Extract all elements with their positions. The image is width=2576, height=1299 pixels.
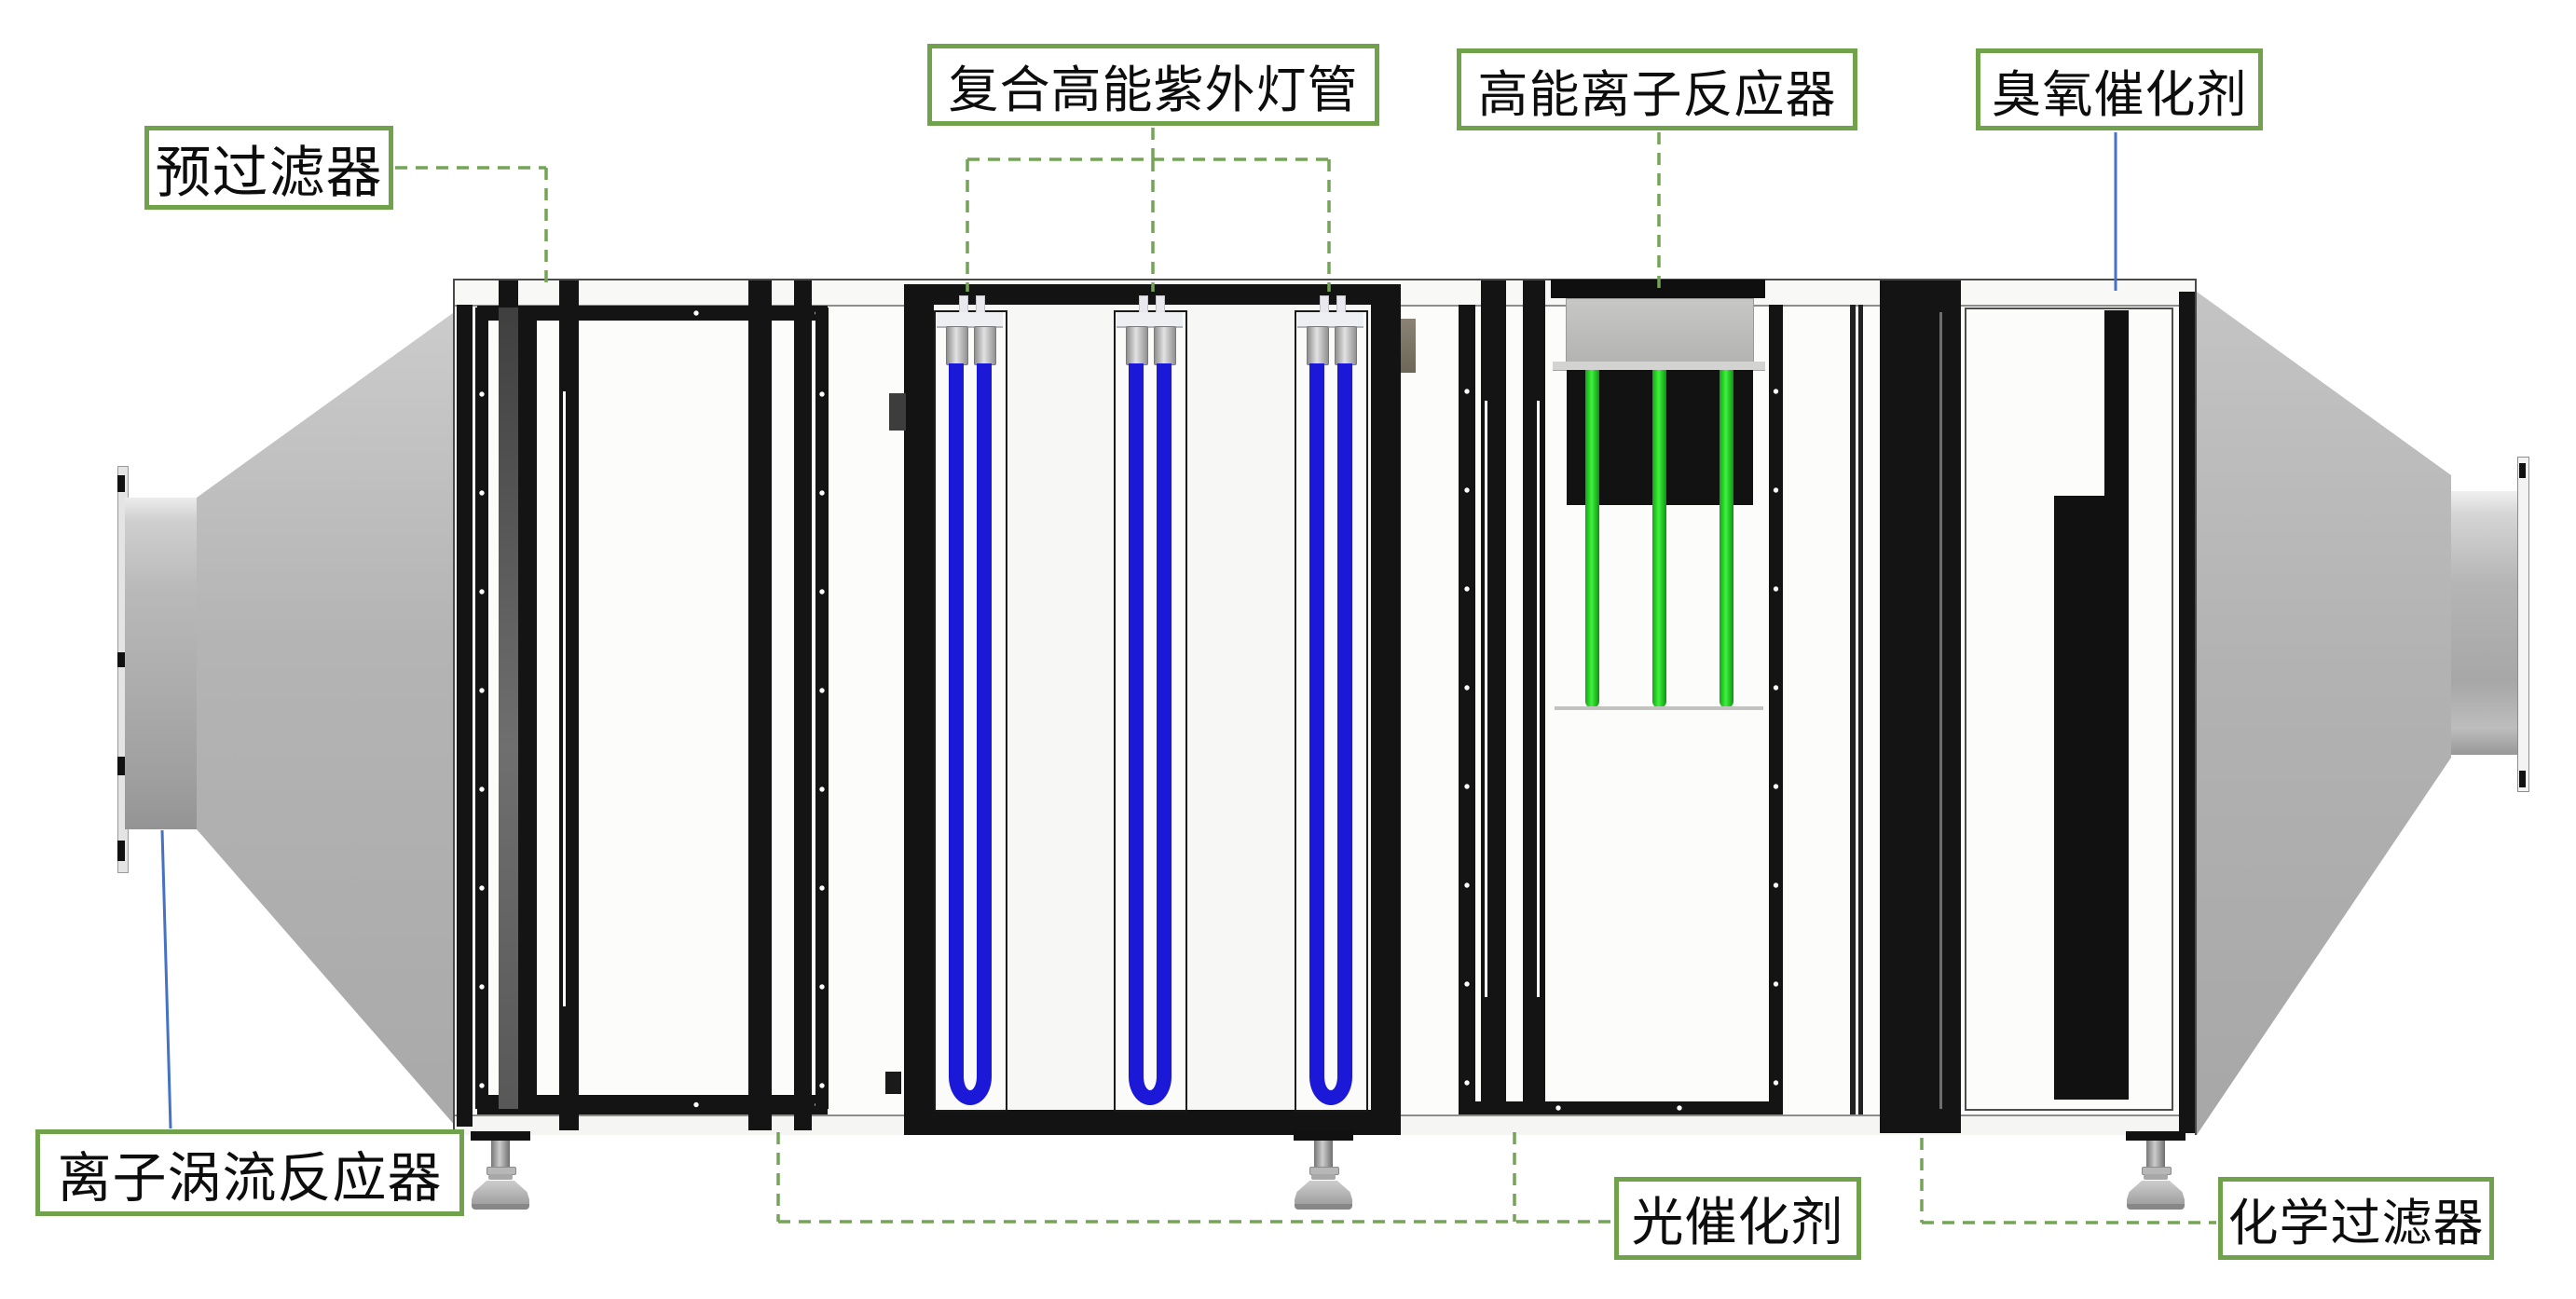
foot-base <box>2127 1181 2185 1206</box>
uv-lamp-panel <box>1295 295 1368 1112</box>
foot-base <box>1295 1181 1352 1206</box>
uv-lamp-tube <box>1129 363 1172 1105</box>
foot-stem <box>2146 1141 2165 1167</box>
label-chemical-filter: 化学过滤器 <box>2218 1177 2494 1260</box>
uv-lamp-holder <box>1307 326 1329 365</box>
ion-emitter-rod <box>1720 370 1733 708</box>
inlet-flange-bolt <box>117 841 125 861</box>
label-uv-lamp: 复合高能紫外灯管 <box>927 44 1379 126</box>
prefilter-media-strip <box>499 308 518 1109</box>
uv-chamber-latch <box>889 393 906 431</box>
uv-lamp-holder <box>946 326 968 365</box>
prefilter-column <box>748 280 772 1130</box>
ion-section-shelf-line <box>1555 706 1763 710</box>
inlet-flange-bolt <box>117 757 125 775</box>
chem-section-thin-column <box>1858 305 1863 1114</box>
ozone-section-inner-frame <box>1965 308 2173 1111</box>
ion-reactor-hanger <box>1551 280 1765 298</box>
foot-stem <box>491 1141 510 1167</box>
uv-lamp-holder <box>1154 326 1176 365</box>
uv-lamp-pin <box>1139 295 1148 314</box>
foot-plate <box>2126 1131 2185 1141</box>
prefilter-band-stripe <box>499 280 518 308</box>
uv-lamp-pin <box>1336 295 1346 314</box>
label-ozone-catalyst: 臭氧催化剂 <box>1976 48 2263 130</box>
ion-emitter-rod <box>1652 370 1666 708</box>
uv-lamp-holder <box>1126 326 1148 365</box>
uv-lamp-panel <box>934 295 1007 1112</box>
ion-section-bottom-rail <box>1460 1101 1771 1114</box>
outlet-transition <box>2197 292 2451 1135</box>
prefilter-frame-left-rail <box>475 308 488 1109</box>
uv-lamp-bracket <box>1117 312 1183 328</box>
uv-lamp-bracket <box>1297 312 1363 328</box>
uv-lamp-pin <box>1156 295 1165 314</box>
outlet-flange-bolt <box>2519 771 2526 787</box>
right-wall <box>2179 292 2195 1133</box>
foot-base-edge <box>2127 1204 2185 1210</box>
foot-base-edge <box>1295 1204 1352 1210</box>
foot-plate <box>1294 1131 1353 1141</box>
label-ozone-catalyst-text: 臭氧催化剂 <box>1991 66 2248 123</box>
prefilter-column <box>518 308 537 1109</box>
support-foot <box>2126 1131 2185 1211</box>
label-photocatalyst: 光催化剂 <box>1614 1177 1861 1260</box>
label-uv-lamp-text: 复合高能紫外灯管 <box>948 62 1359 118</box>
uv-lamp-tube <box>1309 363 1352 1105</box>
label-chemical-filter-text: 化学过滤器 <box>2227 1196 2485 1251</box>
uv-lamp-pin <box>1320 295 1329 314</box>
inlet-flange-bolt <box>117 475 125 492</box>
uv-chamber-latch <box>885 1072 901 1094</box>
support-foot <box>1294 1131 1353 1211</box>
outlet-flange-bolt <box>2519 463 2526 478</box>
photocatalyst-column-slot <box>1537 401 1540 997</box>
chemical-filter-seam <box>1939 312 1942 1109</box>
foot-stem <box>1314 1141 1333 1167</box>
prefilter-column-slot <box>563 391 566 1006</box>
foot-ring <box>1311 1174 1336 1180</box>
label-ion-reactor-text: 高能离子反应器 <box>1477 66 1837 123</box>
label-ion-vortex-text: 离子涡流反应器 <box>57 1147 443 1209</box>
left-wall <box>457 305 473 1127</box>
inlet-flange-bolt <box>117 652 125 667</box>
chem-section-thin-column <box>1850 305 1856 1114</box>
uv-lamp-holder <box>974 326 996 365</box>
uv-lamp-holder <box>1335 326 1357 365</box>
uv-lamp-pin <box>959 295 968 314</box>
label-ion-reactor: 高能离子反应器 <box>1457 48 1857 130</box>
uv-chamber-latch <box>1401 319 1416 373</box>
ozone-catalyst-panel <box>2054 496 2129 1100</box>
uv-lamp-pin <box>976 295 985 314</box>
inlet-transition <box>197 306 463 1135</box>
uv-lamp-tube <box>949 363 992 1105</box>
outlet-flange <box>2517 457 2529 792</box>
chemical-filter-panel <box>1880 280 1961 1133</box>
inlet-duct <box>125 498 199 829</box>
prefilter-column <box>794 280 812 1130</box>
uv-lamp-bracket <box>937 312 1003 328</box>
label-photocatalyst-text: 光催化剂 <box>1631 1193 1844 1251</box>
label-prefilter-text: 预过滤器 <box>155 141 383 204</box>
foot-ring <box>488 1174 513 1180</box>
support-foot <box>471 1131 530 1211</box>
foot-ring <box>2144 1174 2168 1180</box>
ion-reactor-power-box <box>1566 298 1754 367</box>
foot-plate <box>471 1131 530 1141</box>
label-prefilter: 预过滤器 <box>144 126 393 210</box>
prefilter-frame-right-rail <box>815 308 829 1109</box>
foot-base <box>472 1181 529 1206</box>
uv-lamp-panel <box>1114 295 1187 1112</box>
ion-emitter-rod <box>1585 370 1599 708</box>
label-ion-vortex: 离子涡流反应器 <box>35 1129 464 1216</box>
ion-section-right-column <box>1769 305 1783 1114</box>
photocatalyst-frame-column <box>1523 280 1545 1114</box>
outlet-duct <box>2451 491 2519 755</box>
photocatalyst-column-slot <box>1485 401 1487 997</box>
photocatalyst-frame-column <box>1459 305 1475 1114</box>
ozone-catalyst-stem <box>2104 310 2129 496</box>
connector-vortex-line <box>160 829 172 1129</box>
foot-base-edge <box>472 1204 529 1210</box>
